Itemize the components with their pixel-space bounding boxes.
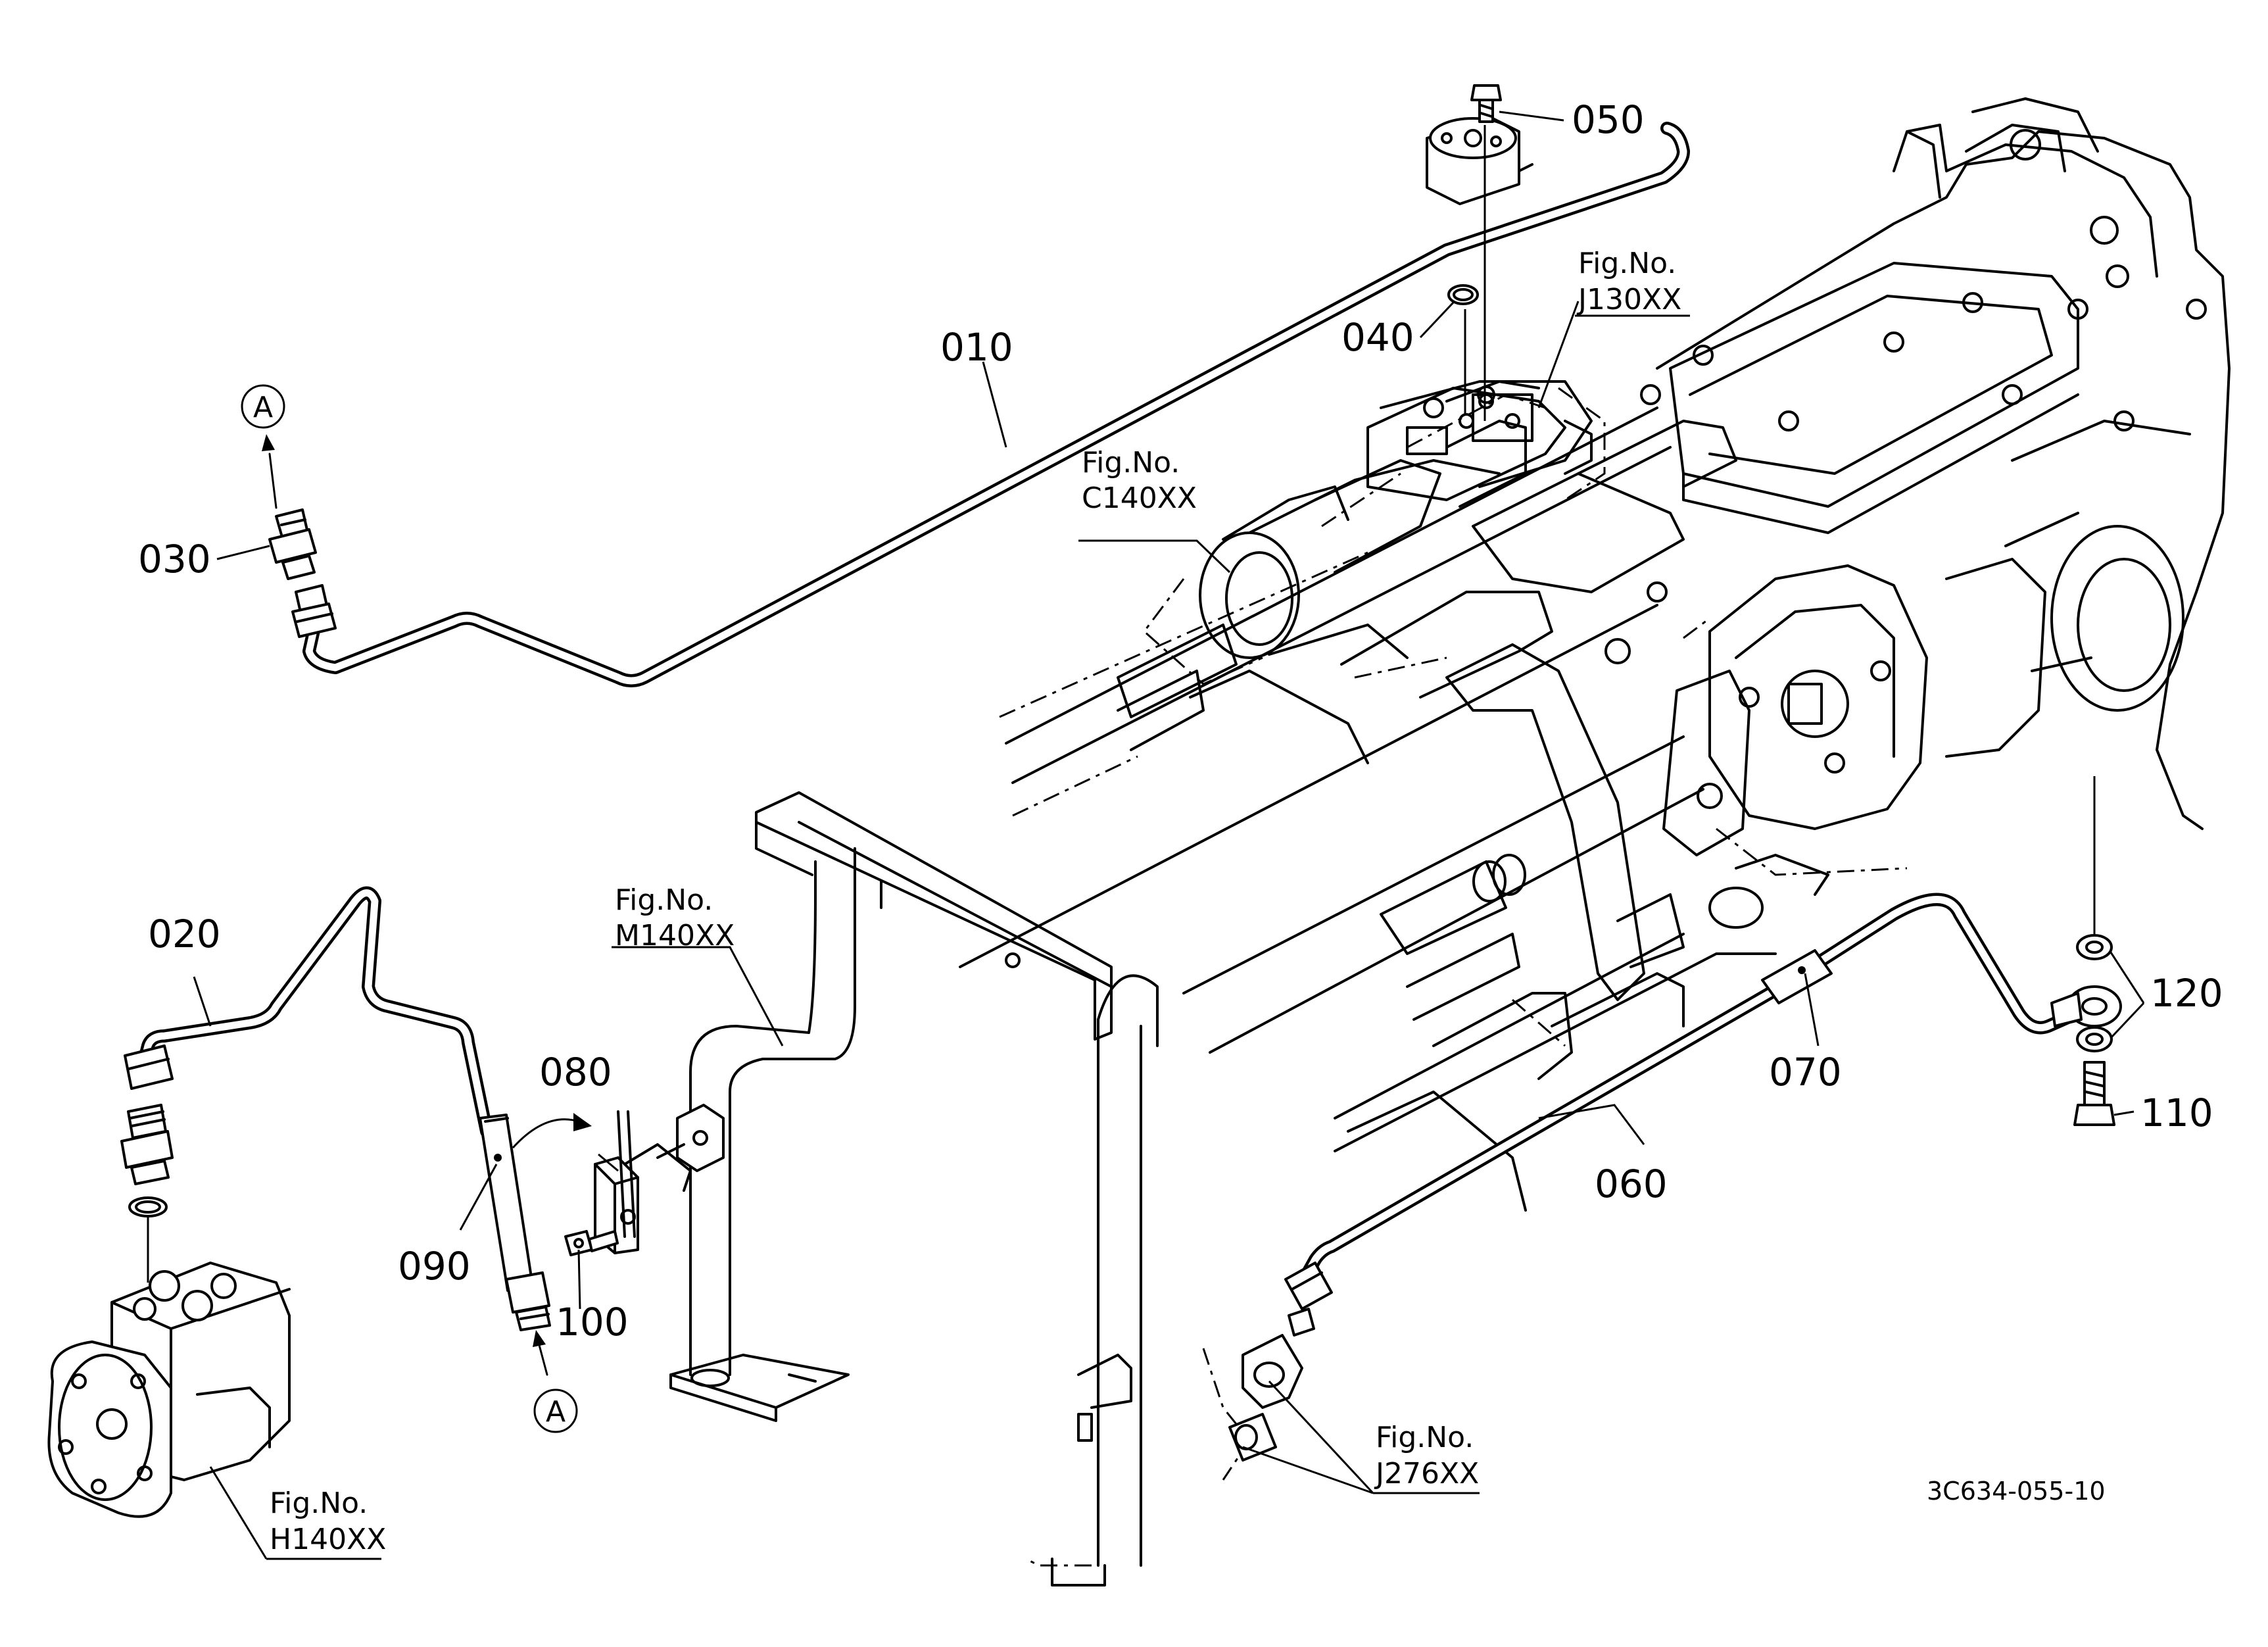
- frame-rails: [959, 406, 1777, 1212]
- callout-080: 080: [539, 1050, 612, 1094]
- nut-060-end: [1284, 1262, 1333, 1310]
- callout-070: 070: [1769, 1050, 1842, 1094]
- fig-ref-h140[interactable]: Fig.No. H140XX: [270, 1487, 386, 1556]
- leader-lines: [193, 111, 2145, 1560]
- svg-text:C140XX: C140XX: [1082, 481, 1197, 515]
- fig-ref-m140[interactable]: Fig.No. M140XX: [615, 883, 735, 952]
- relocation-arrow: [512, 1118, 579, 1149]
- o-ring-040[interactable]: [1447, 284, 1479, 305]
- svg-text:J130XX: J130XX: [1576, 283, 1681, 316]
- svg-text:A: A: [253, 391, 273, 424]
- callout-030: 030: [138, 537, 211, 581]
- transmission-housing: [1640, 97, 2231, 830]
- drawing-code: 3C634-055-10: [1927, 1477, 2106, 1506]
- lift-cylinder: [1117, 380, 1593, 764]
- pipe-010[interactable]: [302, 122, 1690, 687]
- svg-text:Fig.No.: Fig.No.: [1578, 247, 1676, 280]
- svg-text:J276XX: J276XX: [1374, 1457, 1479, 1490]
- callout-090: 090: [398, 1244, 471, 1289]
- callout-040: 040: [1341, 315, 1414, 360]
- tab-bracket: [656, 1104, 725, 1172]
- hydraulic-valve-block: [1662, 564, 1928, 896]
- svg-text:Fig.No.: Fig.No.: [270, 1487, 368, 1520]
- svg-text:A: A: [546, 1395, 566, 1429]
- callout-110: 110: [2140, 1091, 2213, 1135]
- callout-120: 120: [2150, 971, 2223, 1016]
- bolt-100[interactable]: [564, 1230, 619, 1256]
- svg-text:Fig.No.: Fig.No.: [615, 883, 713, 917]
- fig-ref-j130[interactable]: Fig.No. J130XX: [1575, 247, 1690, 317]
- banjo-bolt-110[interactable]: [2073, 1061, 2115, 1126]
- svg-text:M140XX: M140XX: [615, 919, 735, 952]
- nut-020-end: [124, 1045, 174, 1090]
- svg-text:Fig.No.: Fig.No.: [1376, 1421, 1474, 1454]
- relocation-arrow-head: [573, 1113, 592, 1131]
- elbow-fitting: [1228, 1308, 1315, 1462]
- o-ring-020: [128, 1196, 168, 1217]
- banjo-eye: [2050, 985, 2122, 1027]
- washer-120-upper[interactable]: [2076, 934, 2113, 960]
- callout-020: 020: [148, 912, 221, 956]
- pipe-060[interactable]: [1292, 893, 2085, 1296]
- fender-bracket-frame: [669, 791, 1159, 1586]
- callout-060: 060: [1595, 1162, 1668, 1206]
- lever-arm: [1445, 420, 1737, 1001]
- marker-a-bottom: A: [533, 1330, 578, 1433]
- pipe-020[interactable]: [138, 886, 493, 1138]
- adapter-fitting: [120, 1104, 174, 1185]
- fitting-axis: [1464, 125, 1486, 421]
- callout-050: 050: [1572, 97, 1645, 142]
- nut-010-end: [291, 584, 337, 638]
- fig-ref-c140[interactable]: Fig.No. C140XX: [1082, 446, 1197, 515]
- washer-120-lower[interactable]: [2076, 1026, 2113, 1052]
- bolt-050[interactable]: [1470, 84, 1502, 123]
- fitting-030[interactable]: [268, 508, 317, 580]
- banjo-block: [1426, 117, 1533, 205]
- callout-100: 100: [556, 1300, 629, 1344]
- fitting-090-end: [505, 1271, 551, 1331]
- sleeve-070[interactable]: [1761, 949, 1833, 1004]
- marker-a-top: A: [241, 384, 285, 509]
- steering-unit: [47, 1262, 291, 1518]
- callout-010: 010: [940, 325, 1013, 370]
- svg-text:H140XX: H140XX: [270, 1523, 386, 1556]
- hydraulic-pump: [1366, 380, 1606, 501]
- assembly-boundary: [999, 551, 1566, 1567]
- svg-text:Fig.No.: Fig.No.: [1082, 446, 1180, 479]
- fig-ref-j276[interactable]: Fig.No. J276XX: [1374, 1421, 1479, 1490]
- hose-090[interactable]: [479, 1114, 534, 1292]
- clamp-080[interactable]: [594, 1110, 692, 1254]
